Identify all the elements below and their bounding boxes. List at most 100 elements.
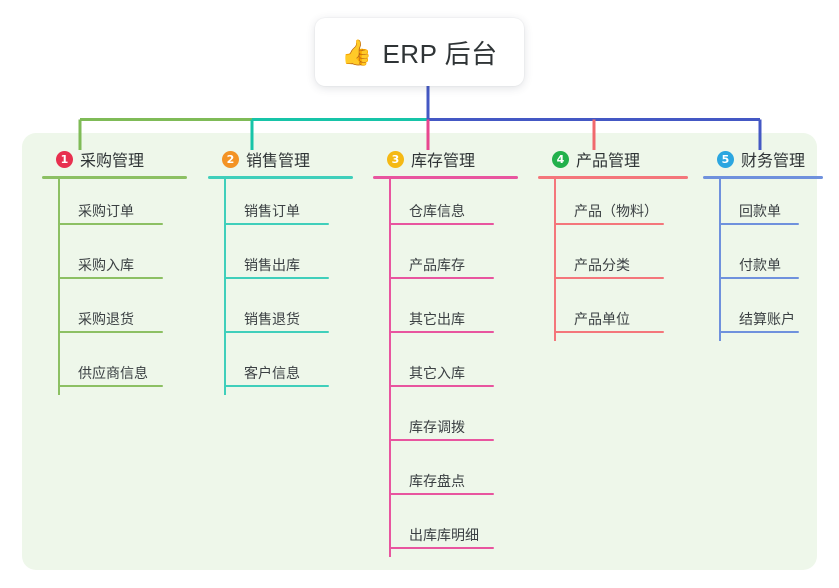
item-spine xyxy=(389,179,391,233)
item-rule xyxy=(554,223,664,225)
branch-header[interactable]: 1 采购管理 xyxy=(42,146,187,172)
item-label: 产品分类 xyxy=(574,257,630,273)
item-rule xyxy=(554,277,664,279)
branch-number-badge: 2 xyxy=(222,150,239,168)
branch-item[interactable]: 仓库信息 xyxy=(373,179,518,233)
branch-item[interactable]: 产品库存 xyxy=(373,233,518,287)
branch-item[interactable]: 采购退货 xyxy=(42,287,187,341)
branch-number-badge: 4 xyxy=(552,150,569,168)
branch-title: 库存管理 xyxy=(411,153,476,170)
item-spine xyxy=(58,341,60,395)
branch-item[interactable]: 其它出库 xyxy=(373,287,518,341)
branch-item[interactable]: 结算账户 xyxy=(703,287,823,341)
item-rule xyxy=(554,331,664,333)
item-rule xyxy=(224,331,329,333)
branch-title: 销售管理 xyxy=(246,153,311,170)
item-rule xyxy=(389,439,494,441)
branch-item[interactable]: 库存调拨 xyxy=(373,395,518,449)
branch-item[interactable]: 出库库明细 xyxy=(373,503,518,557)
branch-number-badge: 1 xyxy=(56,150,73,168)
item-rule xyxy=(224,223,329,225)
item-label: 付款单 xyxy=(739,257,781,273)
item-spine xyxy=(389,449,391,503)
item-spine xyxy=(554,233,556,287)
item-rule xyxy=(58,277,163,279)
branch-item[interactable]: 销售出库 xyxy=(208,233,353,287)
item-spine xyxy=(719,179,721,233)
item-label: 销售退货 xyxy=(244,311,300,327)
branch-item-list: 回款单付款单结算账户 xyxy=(703,179,823,341)
item-rule xyxy=(389,547,494,549)
item-label: 供应商信息 xyxy=(78,365,148,381)
item-label: 回款单 xyxy=(739,203,781,219)
item-rule xyxy=(389,223,494,225)
item-label: 结算账户 xyxy=(739,311,795,327)
branch-item[interactable]: 其它入库 xyxy=(373,341,518,395)
item-label: 采购退货 xyxy=(78,311,134,327)
root-node[interactable]: 👍 ERP 后台 xyxy=(315,18,524,86)
item-label: 其它出库 xyxy=(409,311,465,327)
item-spine xyxy=(389,503,391,557)
item-spine xyxy=(389,287,391,341)
item-label: 仓库信息 xyxy=(409,203,465,219)
item-rule xyxy=(224,385,329,387)
item-label: 采购订单 xyxy=(78,203,134,219)
diagram-panel xyxy=(22,133,817,570)
branch-title: 产品管理 xyxy=(576,153,641,170)
branch-item[interactable]: 客户信息 xyxy=(208,341,353,395)
branch-title: 采购管理 xyxy=(80,153,145,170)
item-rule xyxy=(719,277,799,279)
item-spine xyxy=(719,233,721,287)
item-rule xyxy=(58,331,163,333)
branch-item[interactable]: 产品分类 xyxy=(538,233,688,287)
root-title: ERP 后台 xyxy=(382,38,498,69)
branch-item[interactable]: 付款单 xyxy=(703,233,823,287)
branch-header-rule xyxy=(538,176,688,179)
item-rule xyxy=(389,331,494,333)
branch-item[interactable]: 采购入库 xyxy=(42,233,187,287)
item-spine xyxy=(58,233,60,287)
branch-item[interactable]: 销售订单 xyxy=(208,179,353,233)
item-label: 销售订单 xyxy=(244,203,300,219)
item-spine xyxy=(224,233,226,287)
branch-item[interactable]: 库存盘点 xyxy=(373,449,518,503)
branch-item-list: 采购订单采购入库采购退货供应商信息 xyxy=(42,179,187,395)
item-label: 产品（物料） xyxy=(574,203,658,219)
item-rule xyxy=(719,223,799,225)
item-spine xyxy=(389,395,391,449)
item-rule xyxy=(58,385,163,387)
branch-column: 2 销售管理销售订单销售出库销售退货客户信息 xyxy=(208,146,353,395)
item-spine xyxy=(224,341,226,395)
branch-item[interactable]: 回款单 xyxy=(703,179,823,233)
branch-header-rule xyxy=(208,176,353,179)
branch-number-badge: 5 xyxy=(717,150,734,168)
branch-item[interactable]: 供应商信息 xyxy=(42,341,187,395)
branch-item[interactable]: 销售退货 xyxy=(208,287,353,341)
item-rule xyxy=(389,385,494,387)
branch-header[interactable]: 4 产品管理 xyxy=(538,146,688,172)
item-rule xyxy=(58,223,163,225)
item-label: 采购入库 xyxy=(78,257,134,273)
branch-header-rule xyxy=(42,176,187,179)
branch-header[interactable]: 2 销售管理 xyxy=(208,146,353,172)
item-spine xyxy=(554,179,556,233)
item-spine xyxy=(389,341,391,395)
branch-item[interactable]: 产品单位 xyxy=(538,287,688,341)
branch-item[interactable]: 产品（物料） xyxy=(538,179,688,233)
branch-column: 1 采购管理采购订单采购入库采购退货供应商信息 xyxy=(42,146,187,395)
item-spine xyxy=(58,179,60,233)
item-rule xyxy=(389,493,494,495)
branch-item[interactable]: 采购订单 xyxy=(42,179,187,233)
branch-item-list: 销售订单销售出库销售退货客户信息 xyxy=(208,179,353,395)
branch-header-rule xyxy=(703,176,823,179)
item-label: 销售出库 xyxy=(244,257,300,273)
item-label: 库存盘点 xyxy=(409,473,465,489)
branch-column: 4 产品管理产品（物料） 产品分类产品单位 xyxy=(538,146,688,341)
item-label: 产品库存 xyxy=(409,257,465,273)
